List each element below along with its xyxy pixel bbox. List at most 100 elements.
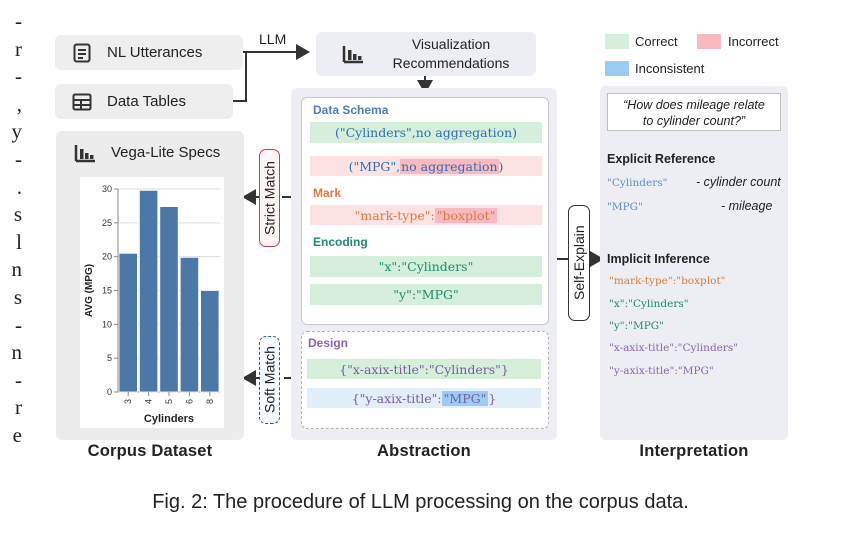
implicit-mark-type: "mark-type":"boxplot": [609, 275, 726, 287]
abstraction-card: Data Schema ("Cylinders",no aggregation)…: [301, 97, 549, 325]
design-y-value: "MPG": [441, 390, 489, 406]
corpus-dataset-label: Corpus Dataset: [87, 442, 213, 460]
explicit-reference-title: Explicit Reference: [607, 152, 716, 166]
legend-swatch-incorrect: [697, 34, 721, 49]
left-text-fragment: - r - , y - . s l n s - n - r e: [0, 8, 23, 450]
vr-label-line2: Recommendations: [392, 55, 510, 71]
mark-row: "mark-type":"boxplot": [310, 205, 542, 225]
bar-chart-icon: [74, 143, 96, 168]
implicit-x: "x":"Cylinders": [609, 298, 689, 310]
fragment-char: r: [15, 36, 22, 61]
schema-mpg-aggregation: no aggregation: [400, 158, 499, 174]
bar: [159, 206, 179, 393]
mark-value: "boxplot": [434, 207, 498, 223]
y-tick-label: 10: [102, 319, 112, 329]
soft-match-label: Soft Match: [259, 336, 280, 424]
implicit-y: "y":"MPG": [609, 320, 664, 332]
strict-match-label: Strict Match: [259, 149, 280, 247]
implicit-inference-title: Implicit Inference: [607, 252, 710, 266]
fragment-char: n: [11, 340, 23, 365]
vr-label-line1: Visualization: [411, 36, 491, 52]
design-y-title: {"y-axix-title":"MPG"}: [307, 388, 541, 408]
explicit-key-cylinders: "Cylinders": [607, 177, 668, 189]
implicit-y-axis-title: "y-axix-title":"MPG": [609, 365, 714, 377]
figure-caption: Fig. 2: The procedure of LLM processing …: [152, 491, 689, 513]
y-tick-label: 15: [102, 286, 112, 296]
explicit-desc-mpg: - mileage: [721, 199, 773, 213]
encoding-y: "y":"MPG": [310, 284, 542, 305]
legend-swatch-inconsistent: [605, 61, 629, 76]
mark-key: "mark-type":: [354, 207, 435, 223]
interpretation-label: Interpretation: [639, 442, 749, 460]
fragment-char: ,: [16, 91, 22, 116]
x-tick-label: 6: [184, 399, 194, 404]
encoding-x: "x":"Cylinders": [310, 256, 542, 277]
design-card: Design {"x-axix-title":"Cylinders"} {"y-…: [301, 331, 549, 429]
question-line1: “How does mileage relate: [623, 98, 765, 112]
abstraction-label: Abstraction: [377, 442, 471, 460]
bar: [118, 252, 138, 393]
schema-mpg-close: ): [498, 158, 504, 174]
question-box: “How does mileage relate to cylinder cou…: [607, 93, 781, 131]
bar: [179, 256, 199, 393]
fragment-char: -: [15, 64, 22, 89]
data-tables-label: Data Tables: [107, 93, 186, 110]
fragment-char: -: [15, 9, 22, 33]
y-tick-label: 30: [102, 184, 112, 194]
y-tick-label: 20: [102, 252, 112, 262]
visualization-recommendations-box: Visualization Recommendations: [316, 32, 536, 76]
explicit-key-mpg: "MPG": [607, 201, 643, 213]
fragment-char: r: [15, 395, 22, 420]
fragment-char: y: [11, 119, 23, 144]
table-icon: [71, 91, 93, 113]
fragment-char: n: [11, 257, 23, 282]
mark-title: Mark: [313, 186, 342, 200]
design-x-title: {"x-axix-title":"Cylinders"}: [307, 359, 541, 379]
question-line2: to cylinder count?”: [642, 114, 746, 128]
encoding-title: Encoding: [313, 235, 368, 249]
y-tick-label: 0: [107, 387, 112, 397]
nl-utterances-label: NL Utterances: [107, 44, 203, 61]
x-tick-label: 4: [144, 399, 154, 404]
bar: [200, 290, 220, 393]
design-y-key: {"y-axix-title":: [351, 390, 442, 406]
fragment-char: l: [16, 229, 22, 254]
y-tick-label: 25: [102, 218, 112, 228]
vega-lite-specs-title: Vega-Lite Specs: [111, 144, 221, 161]
x-tick-label: 8: [205, 399, 215, 404]
schema-row-mpg: ("MPG",no aggregation): [310, 156, 542, 176]
implicit-x-axis-title: "x-axix-title":"Cylinders": [609, 342, 739, 354]
fragment-char: e: [12, 422, 22, 447]
bar: [139, 189, 159, 393]
explicit-desc-cylinders: - cylinder count: [696, 175, 781, 189]
fragment-char: -: [15, 146, 22, 171]
fragment-char: .: [16, 174, 22, 199]
interpretation-panel: “How does mileage relate to cylinder cou…: [600, 86, 788, 440]
design-y-close: }: [488, 390, 497, 406]
y-axis-label: AVG (MPG): [84, 264, 95, 317]
bar-chart-icon: [342, 44, 364, 69]
x-tick-label: 3: [123, 399, 133, 404]
data-tables-box: Data Tables: [55, 84, 233, 119]
nl-utterances-box: NL Utterances: [55, 35, 243, 70]
data-schema-title: Data Schema: [313, 103, 389, 117]
legend-label-incorrect: Incorrect: [728, 34, 779, 49]
legend-label-correct: Correct: [635, 34, 678, 49]
x-axis-label: Cylinders: [144, 413, 194, 425]
document-icon: [71, 42, 93, 64]
design-title: Design: [308, 336, 349, 350]
legend-label-inconsistent: Inconsistent: [635, 61, 705, 76]
x-tick-label: 5: [164, 399, 174, 404]
y-tick-label: 5: [107, 353, 112, 363]
schema-mpg-key: ("MPG",: [348, 158, 401, 174]
fragment-char: s: [13, 202, 22, 227]
schema-row-cylinders: ("Cylinders",no aggregation): [310, 122, 542, 143]
fragment-char: -: [15, 367, 22, 392]
legend-swatch-correct: [605, 34, 629, 49]
self-explain-label: Self-Explain: [568, 205, 590, 321]
fragment-char: s: [13, 284, 22, 309]
llm-label: LLM: [259, 31, 287, 47]
